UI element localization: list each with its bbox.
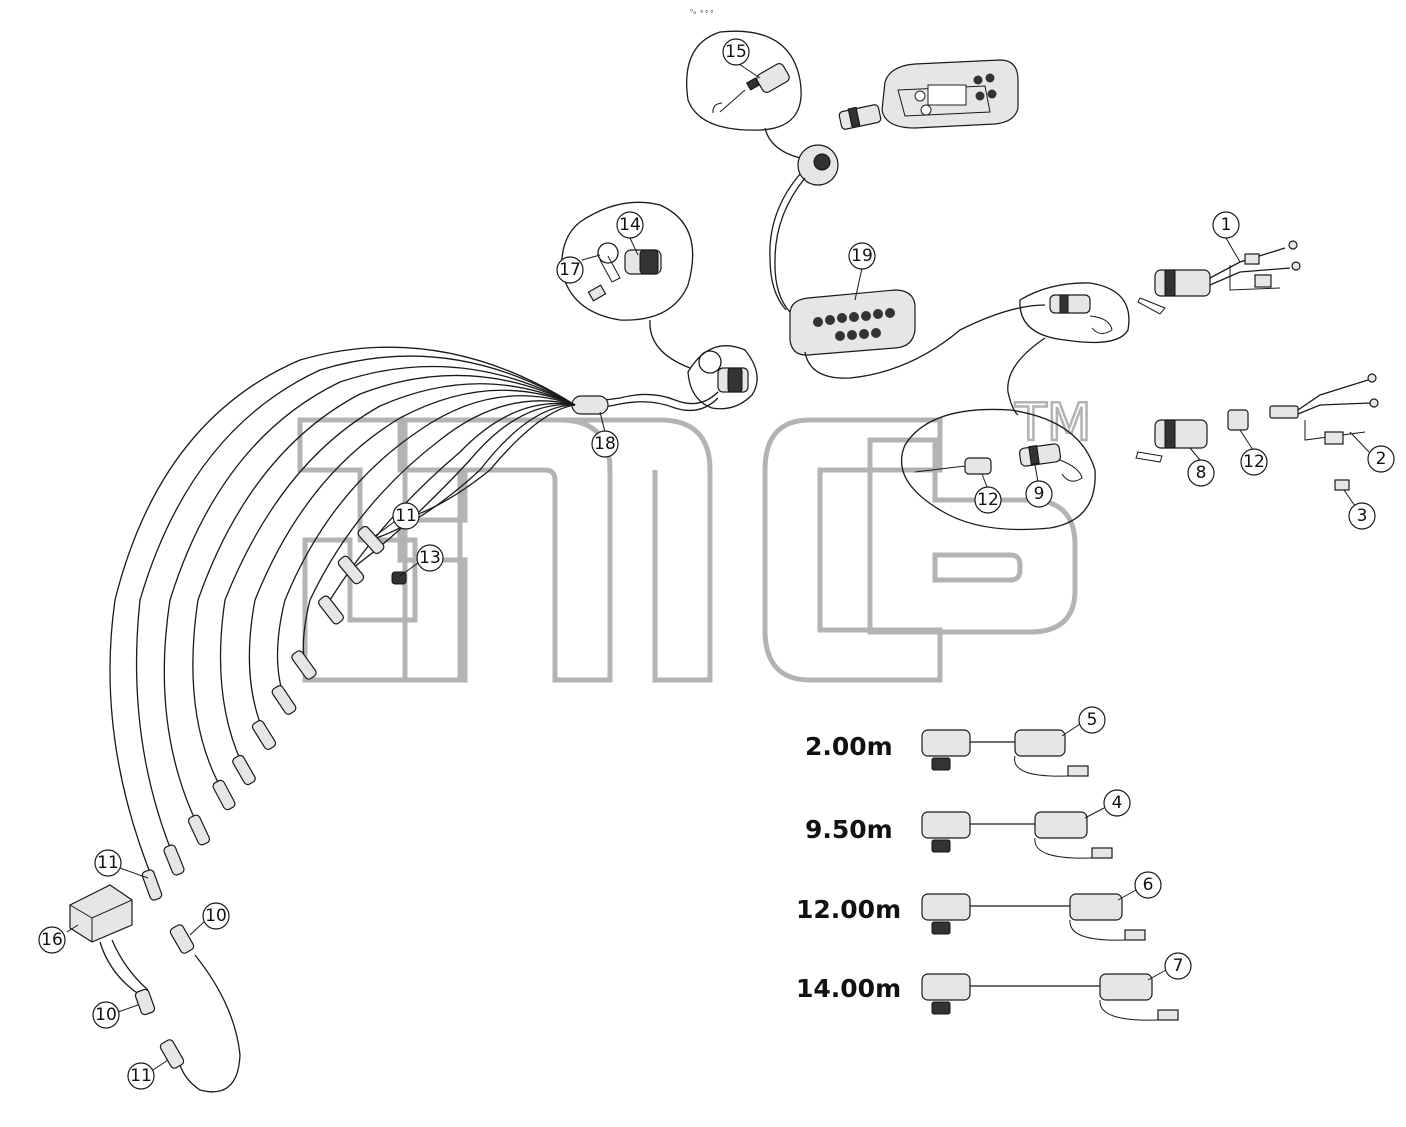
leader-lines xyxy=(66,61,1370,1071)
callout-13: 13 xyxy=(416,544,444,572)
detail-bubble-9-12 xyxy=(900,408,1096,531)
trunk-connector-18 xyxy=(571,345,758,415)
svg-text:19: 19 xyxy=(851,246,873,266)
box-16-assembly xyxy=(69,884,241,1093)
svg-text:15: 15 xyxy=(725,42,747,62)
svg-text:10: 10 xyxy=(95,1005,117,1025)
svg-text:1: 1 xyxy=(1221,215,1232,235)
svg-text:17: 17 xyxy=(559,260,581,280)
extension-cable-2m xyxy=(921,729,1089,777)
length-label-9-50m: 9.50m xyxy=(805,815,893,844)
cable-length-labels: 2.00m 9.50m 12.00m 14.00m xyxy=(796,732,901,1003)
callout-11-top: 11 xyxy=(392,502,420,530)
fanout-harness xyxy=(109,346,576,901)
length-label-2m: 2.00m xyxy=(805,732,893,761)
length-label-14m: 14.00m xyxy=(796,974,901,1003)
watermark-logo: TM xyxy=(297,392,1093,683)
callout-12-detail: 12 xyxy=(974,486,1002,514)
callout-3: 3 xyxy=(1348,502,1376,530)
part-1-harness xyxy=(1137,240,1301,315)
header-mark: ᵒₒ ∘∘∘ xyxy=(690,7,714,16)
junction-box-19 xyxy=(789,289,1046,379)
svg-text:2: 2 xyxy=(1376,449,1387,469)
parts-8-12-2 xyxy=(1135,373,1379,491)
svg-text:18: 18 xyxy=(594,434,616,454)
svg-text:6: 6 xyxy=(1143,875,1154,895)
cable-15-19 xyxy=(769,144,839,313)
svg-text:10: 10 xyxy=(205,906,227,926)
callout-12-right: 12 xyxy=(1240,448,1268,476)
svg-text:13: 13 xyxy=(419,548,441,568)
svg-text:8: 8 xyxy=(1196,463,1207,483)
callout-6: 6 xyxy=(1134,871,1162,899)
callout-10-right: 10 xyxy=(202,902,230,930)
svg-text:11: 11 xyxy=(130,1066,152,1086)
callout-9: 9 xyxy=(1025,480,1053,508)
callout-7: 7 xyxy=(1164,952,1192,980)
callout-14: 14 xyxy=(616,211,644,239)
svg-text:11: 11 xyxy=(97,853,119,873)
svg-text:12: 12 xyxy=(1243,452,1265,472)
callout-15: 15 xyxy=(722,38,750,66)
extension-cable-14m xyxy=(921,973,1179,1021)
svg-text:12: 12 xyxy=(977,490,999,510)
callout-2: 2 xyxy=(1367,445,1395,473)
svg-text:9: 9 xyxy=(1034,484,1045,504)
extension-cable-12m xyxy=(921,893,1146,941)
detail-bubble-15 xyxy=(686,30,802,159)
detail-bubble-connector xyxy=(1007,282,1130,416)
callout-17: 17 xyxy=(556,256,584,284)
svg-text:5: 5 xyxy=(1087,710,1098,730)
extension-cable-9-50m xyxy=(921,811,1113,859)
svg-text:11: 11 xyxy=(395,506,417,526)
svg-text:3: 3 xyxy=(1357,506,1368,526)
callout-4: 4 xyxy=(1103,789,1131,817)
callout-8: 8 xyxy=(1187,459,1215,487)
callout-18: 18 xyxy=(591,430,619,458)
length-label-12m: 12.00m xyxy=(796,895,901,924)
svg-text:16: 16 xyxy=(41,930,63,950)
callout-19: 19 xyxy=(848,242,876,270)
callout-10-left: 10 xyxy=(92,1001,120,1029)
callout-1: 1 xyxy=(1212,211,1240,239)
callout-16: 16 xyxy=(38,926,66,954)
detail-bubble-14-17 xyxy=(561,201,694,369)
svg-text:4: 4 xyxy=(1112,793,1123,813)
callout-5: 5 xyxy=(1078,706,1106,734)
svg-text:14: 14 xyxy=(619,215,641,235)
callout-11-left: 11 xyxy=(94,849,122,877)
svg-text:7: 7 xyxy=(1173,956,1184,976)
control-monitor xyxy=(838,59,1019,130)
callout-11-bottom: 11 xyxy=(127,1062,155,1090)
